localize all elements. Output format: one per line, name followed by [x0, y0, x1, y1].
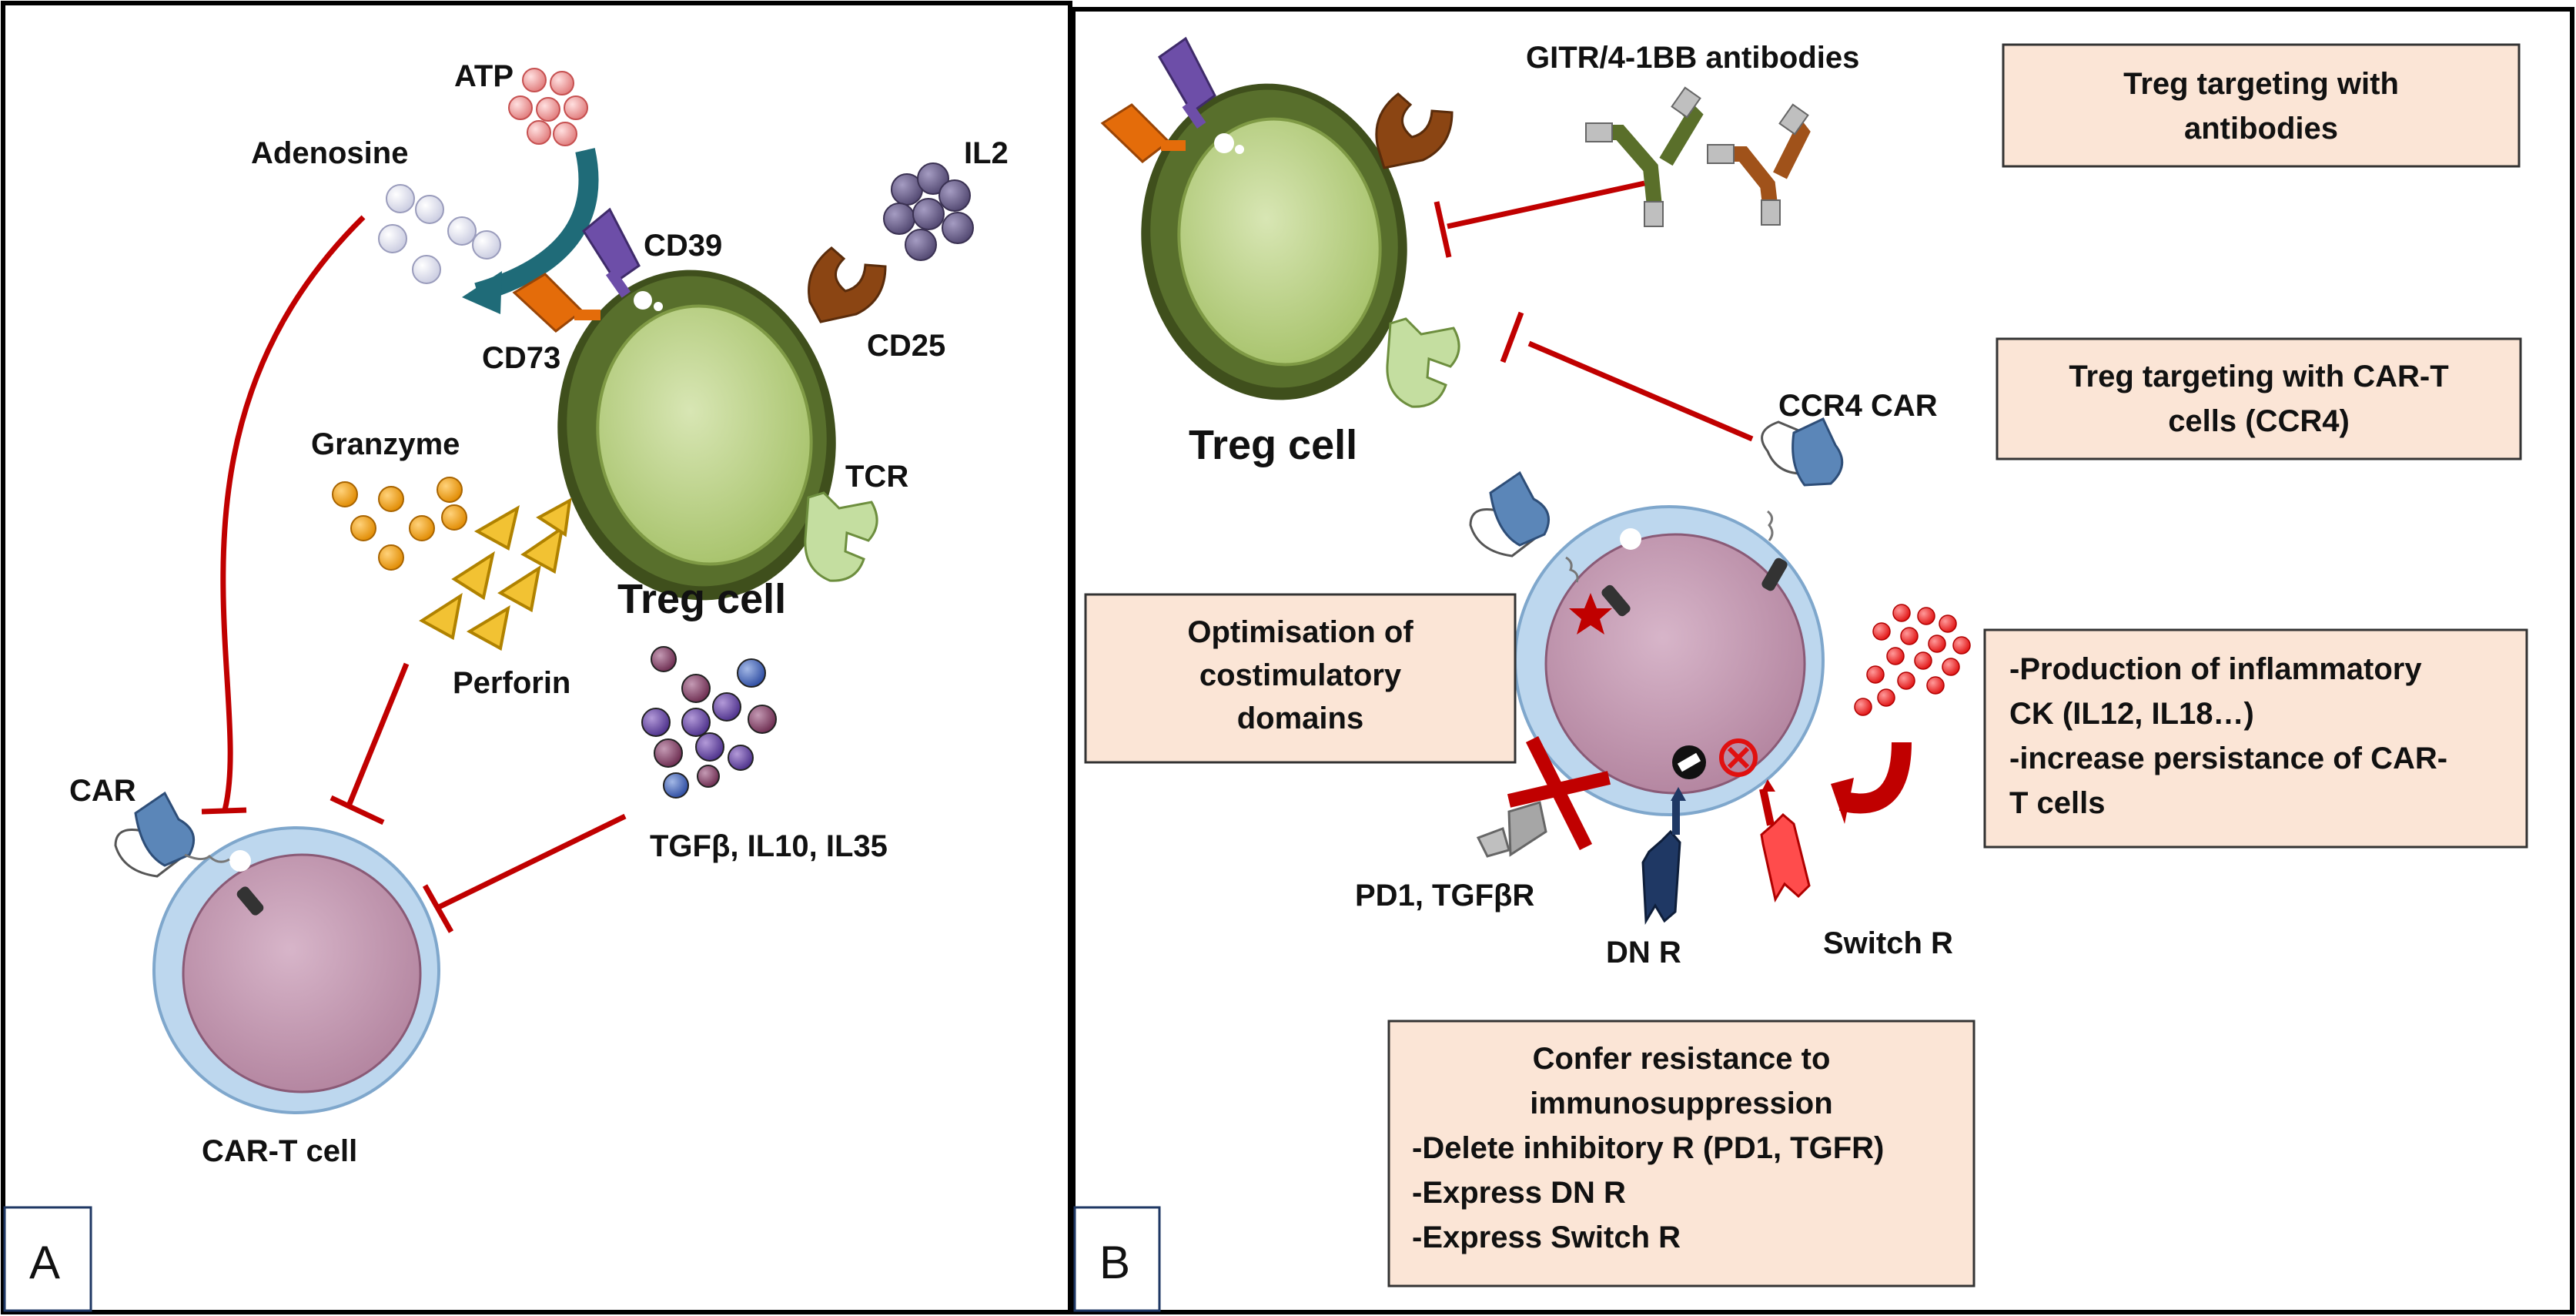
svg-text:domains: domains [1237, 702, 1363, 735]
svg-text:T cells: T cells [2009, 786, 2106, 820]
cd39-label: CD39 [644, 229, 722, 263]
secretion-arrow [1831, 742, 1912, 824]
box-resistance: Confer resistance to immunosuppression -… [1387, 1020, 1975, 1288]
box-inflammatory: -Production of inflammatory CK (IL12, IL… [1983, 628, 2528, 849]
box-treg-antibodies: Treg targeting with antibodies [2002, 43, 2521, 168]
dn-r-label: DN R [1606, 936, 1681, 969]
treg-cell-a-label: Treg cell [617, 576, 786, 622]
svg-text:cells (CCR4): cells (CCR4) [2168, 404, 2350, 438]
treg-cell-b-label: Treg cell [1189, 422, 1357, 468]
atp-molecules [508, 68, 588, 146]
il2-cluster [883, 162, 974, 261]
adenosine-molecules [378, 184, 501, 284]
cd73-label: CD73 [482, 341, 560, 375]
car-receptor-b-left [1469, 470, 1551, 558]
atp-conversion-arrow [462, 148, 599, 314]
switch-r-label: Switch R [1823, 926, 1953, 960]
svg-text:-Delete inhibitory R (PD1, TGF: -Delete inhibitory R (PD1, TGFR) [1412, 1131, 1884, 1165]
4-1bb-antibody [1707, 103, 1811, 226]
panel-b-frame [1071, 7, 2574, 1314]
pd1-tgfbr-label: PD1, TGFβR [1355, 879, 1534, 912]
car-t-cell-a [152, 826, 440, 1114]
atp-label: ATP [454, 59, 514, 93]
car-t-cell-b [1514, 505, 1825, 816]
tcr-receptor [804, 491, 878, 582]
panel-a-letter: A [29, 1237, 60, 1288]
cytokines-label: TGFβ, IL10, IL35 [650, 829, 888, 863]
panel-b-letter-box [1073, 1206, 1161, 1312]
inflammatory-cytokines [1854, 604, 1971, 716]
svg-text:Treg targeting with CAR-T: Treg targeting with CAR-T [2069, 360, 2448, 393]
inhibition-lines-a [201, 215, 627, 933]
perforin-shapes [419, 497, 572, 651]
switch-receptor [1759, 779, 1811, 902]
svg-text:-Express DN R: -Express DN R [1412, 1176, 1626, 1210]
svg-text:Confer resistance to: Confer resistance to [1533, 1042, 1831, 1076]
granzyme-label: Granzyme [311, 427, 460, 461]
car-t-cell-label: CAR-T cell [202, 1134, 357, 1168]
svg-text:Treg targeting with: Treg targeting with [2123, 67, 2399, 101]
svg-text:Optimisation of: Optimisation of [1187, 615, 1413, 649]
cd25-label: CD25 [867, 329, 945, 363]
panel-a-letter-box [3, 1206, 92, 1312]
dn-receptor [1641, 787, 1686, 925]
svg-text:CK (IL12, IL18…): CK (IL12, IL18…) [2009, 697, 2254, 731]
costim-star [1569, 593, 1612, 635]
inhibition-lines-b [1434, 180, 1754, 442]
perforin-label: Perforin [453, 666, 570, 700]
svg-text:costimulatory: costimulatory [1199, 658, 1402, 692]
treg-b-tcr-receptor [1386, 317, 1460, 408]
pd1-tgfbr-receptor [1476, 801, 1547, 858]
granzyme-granules [332, 477, 467, 571]
cd25-receptor [808, 246, 887, 323]
treg-b-orange-receptor [1100, 103, 1186, 163]
svg-text:-Production of inflammatory: -Production of inflammatory [2009, 652, 2422, 686]
tcr-label: TCR [845, 460, 908, 494]
dn-block-symbol [1672, 745, 1706, 779]
car-label-a: CAR [69, 774, 136, 808]
box-costim: Optimisation of costimulatory domains [1084, 593, 1517, 764]
ccr4-car-label: CCR4 CAR [1778, 389, 1938, 423]
treg-cell-b [1141, 83, 1407, 400]
car-receptor-a [114, 791, 230, 878]
antibodies-label: GITR/4-1BB antibodies [1526, 41, 1859, 75]
cd73-receptor [512, 273, 601, 333]
box-treg-car-t: Treg targeting with CAR-T cells (CCR4) [1996, 337, 2522, 460]
switch-block-symbol [1719, 738, 1758, 777]
svg-text:-Express Switch R: -Express Switch R [1412, 1221, 1681, 1254]
treg-b-purple-receptor [1158, 36, 1216, 129]
suppressive-cytokines [641, 646, 777, 799]
panel-a-frame [1, 1, 1072, 1314]
il2-label: IL2 [964, 136, 1009, 170]
gitr-antibody [1585, 86, 1704, 227]
deleted-x-mark [1507, 735, 1611, 851]
svg-text:immunosuppression: immunosuppression [1530, 1087, 1832, 1120]
ccr4-car-receptor [1761, 417, 1844, 487]
svg-text:-increase persistance of CAR-: -increase persistance of CAR- [2009, 742, 2447, 775]
panel-b-letter: B [1099, 1237, 1130, 1288]
svg-text:antibodies: antibodies [2184, 112, 2338, 146]
cd39-receptor [582, 207, 641, 298]
treg-b-cd25-receptor [1375, 92, 1454, 169]
adenosine-label: Adenosine [251, 136, 408, 170]
treg-cell-a [557, 270, 836, 601]
